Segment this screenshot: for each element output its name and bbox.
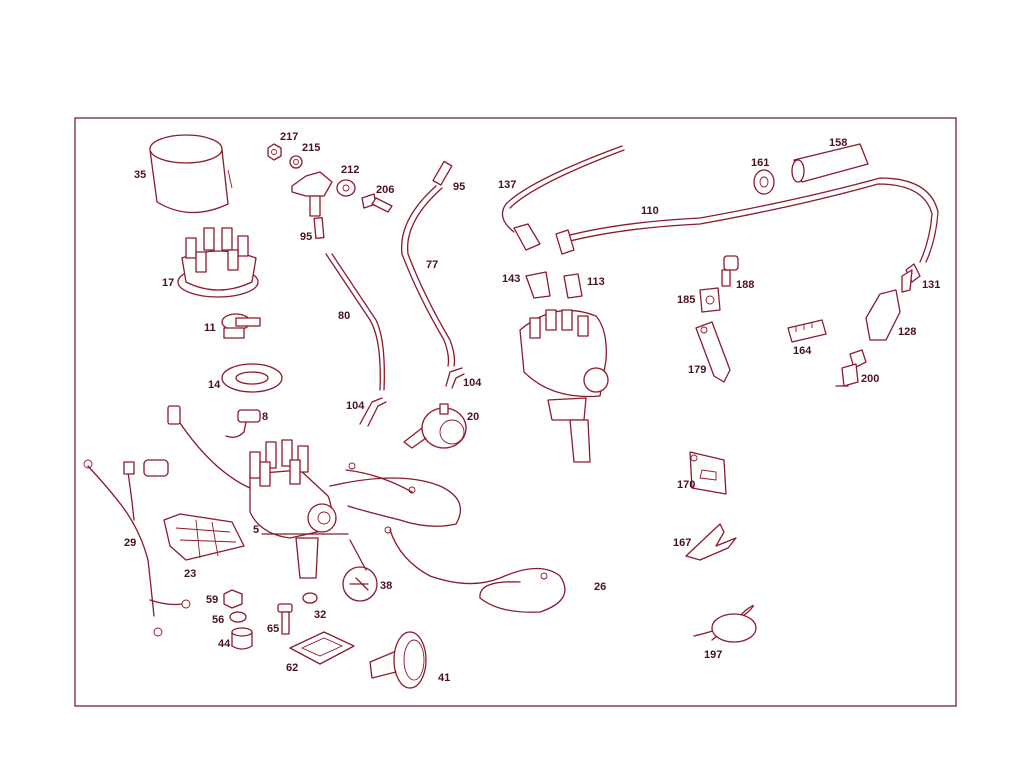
- part-26-wiring-harness: [329, 462, 566, 613]
- part-131-boot: [901, 263, 921, 293]
- label-137: 137: [498, 179, 516, 191]
- diagram-frame: [74, 117, 957, 707]
- part-distributor-assembly: [519, 309, 609, 463]
- part-197-cable-tie: [693, 604, 757, 643]
- part-164-connector: [787, 319, 827, 343]
- part-185-clip: [699, 287, 721, 313]
- part-104-elbow-a: [359, 397, 387, 427]
- label-62: 62: [286, 662, 298, 674]
- part-104-elbow-b: [445, 367, 465, 389]
- part-41-drive-gear: [369, 631, 427, 689]
- part-80-hose: [325, 253, 385, 391]
- part-8-pickup: [225, 409, 261, 438]
- part-113-plug-boot: [563, 273, 583, 299]
- label-95-a: 95: [300, 231, 312, 243]
- part-32-washer: [302, 592, 318, 604]
- label-158: 158: [829, 137, 847, 149]
- part-62-gasket: [289, 631, 355, 665]
- label-44: 44: [218, 638, 231, 650]
- part-179-bracket: [695, 321, 731, 383]
- part-65-screw: [277, 603, 293, 635]
- label-161: 161: [751, 157, 769, 169]
- label-212: 212: [341, 164, 359, 176]
- part-128-plug-connector: [865, 289, 901, 341]
- label-170: 170: [677, 479, 695, 491]
- part-14-dust-shield: [221, 363, 283, 393]
- part-44-bushing: [231, 627, 253, 650]
- label-179: 179: [688, 364, 706, 376]
- label-80: 80: [338, 310, 350, 322]
- part-20-vacuum-unit: [403, 403, 467, 449]
- label-95-b: 95: [453, 181, 465, 193]
- label-17: 17: [162, 277, 174, 289]
- part-206-bolt: [361, 193, 393, 213]
- label-14: 14: [208, 379, 221, 391]
- label-164: 164: [793, 345, 812, 357]
- part-95-sleeve-b: [432, 160, 453, 186]
- label-131: 131: [922, 279, 940, 291]
- part-38-tool: [342, 539, 378, 602]
- label-20: 20: [467, 411, 479, 423]
- label-77: 77: [426, 259, 438, 271]
- part-137-wire: [501, 145, 625, 251]
- label-217: 217: [280, 131, 298, 143]
- label-197: 197: [704, 649, 722, 661]
- part-11-rotor: [221, 313, 261, 339]
- label-200: 200: [861, 373, 879, 385]
- label-113: 113: [587, 276, 605, 288]
- label-56: 56: [212, 614, 224, 626]
- part-29-ground-wire: [83, 459, 191, 637]
- part-5-distributor: [167, 405, 349, 579]
- label-104-b: 104: [463, 377, 482, 389]
- part-23-bracket: [163, 513, 245, 561]
- label-110: 110: [641, 205, 659, 217]
- label-206: 206: [376, 184, 394, 196]
- label-167: 167: [673, 537, 691, 549]
- label-128: 128: [898, 326, 916, 338]
- label-59: 59: [206, 594, 218, 606]
- part-217-nut: [267, 143, 282, 161]
- label-35: 35: [134, 169, 146, 181]
- label-11: 11: [204, 322, 216, 334]
- part-vacuum-valve: [291, 171, 333, 217]
- part-215-washer: [289, 155, 303, 169]
- label-41: 41: [438, 672, 450, 684]
- label-188: 188: [736, 279, 754, 291]
- part-188-bolt: [721, 255, 739, 287]
- part-77-hose: [400, 185, 456, 367]
- label-5: 5: [253, 524, 259, 536]
- label-185: 185: [677, 294, 695, 306]
- label-38: 38: [380, 580, 392, 592]
- part-35-cover: [149, 134, 233, 214]
- label-29: 29: [124, 537, 136, 549]
- label-65: 65: [267, 623, 279, 635]
- part-17-distributor-cap: [177, 227, 259, 298]
- part-161-grommet: [753, 169, 775, 195]
- part-143-plug-boot: [525, 271, 551, 299]
- label-215: 215: [302, 142, 320, 154]
- part-56-washer: [229, 611, 247, 623]
- label-143: 143: [502, 273, 520, 285]
- part-200-spark-plug: [835, 349, 867, 387]
- part-95-sleeve-a: [313, 217, 325, 239]
- part-212-washer: [336, 179, 356, 197]
- label-8: 8: [262, 411, 268, 423]
- label-104-a: 104: [346, 400, 365, 412]
- label-26: 26: [594, 581, 606, 593]
- part-59-nut: [223, 589, 243, 609]
- part-167-clamp: [685, 523, 737, 561]
- label-23: 23: [184, 568, 196, 580]
- part-110-wire: [555, 177, 939, 263]
- label-32: 32: [314, 609, 326, 621]
- part-170-bracket: [689, 451, 727, 495]
- part-158-tube: [791, 143, 869, 183]
